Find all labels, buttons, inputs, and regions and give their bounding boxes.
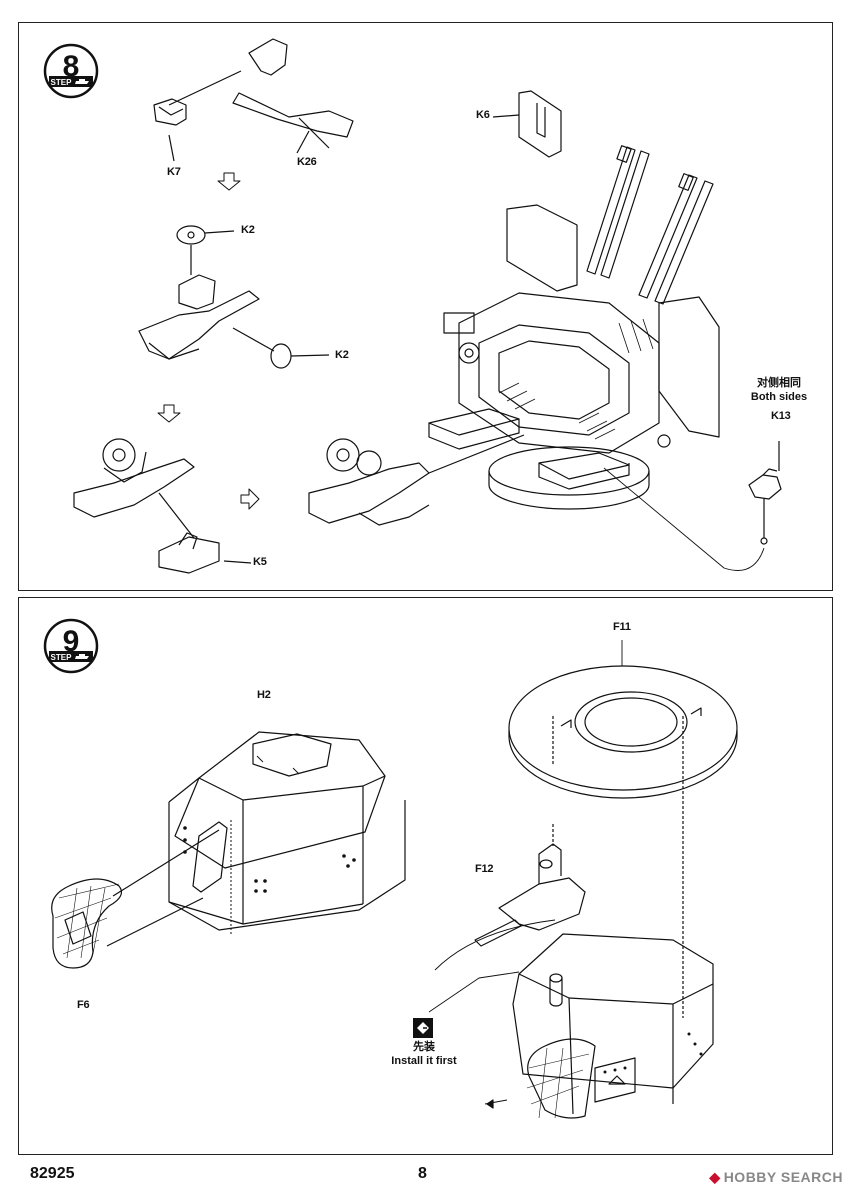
f11-platform [508, 640, 738, 1018]
step-8-panel: 8 STEP [18, 22, 833, 591]
label-k5: K5 [253, 556, 267, 568]
arrow-right-outline [240, 488, 260, 510]
label-k26: K26 [297, 156, 317, 168]
sight-assembly-complete [308, 434, 525, 526]
turret-base [484, 933, 714, 1119]
step-9-badge: 9 STEP [43, 618, 99, 674]
note-install-first-en: Install it first [391, 1055, 457, 1067]
label-f11: F11 [613, 621, 631, 633]
svg-text:8: 8 [63, 50, 80, 83]
step-9-panel: 9 STEP [18, 597, 833, 1155]
note-both-sides: 对侧相同 Both sides [739, 376, 819, 404]
svg-text:STEP: STEP [51, 653, 73, 662]
watermark-text: HOBBY SEARCH [723, 1169, 843, 1185]
label-k2-bottom: K2 [335, 349, 349, 361]
label-f12: F12 [475, 863, 494, 875]
product-code: 82925 [30, 1165, 75, 1182]
label-h2: H2 [257, 689, 271, 701]
hobby-search-watermark: ◆HOBBY SEARCH [709, 1169, 843, 1186]
k6-shield-piece [492, 90, 562, 158]
label-k7: K7 [167, 166, 181, 178]
note-both-sides-cn: 对侧相同 [757, 377, 801, 389]
sight-bracket-top [153, 38, 354, 162]
arrow-down-outline [157, 404, 181, 423]
svg-text:9: 9 [63, 625, 80, 658]
hobby-search-logo-icon: ◆ [709, 1169, 721, 1185]
arrow-down-outline [217, 172, 241, 191]
step-9-illustration [51, 640, 738, 1119]
sight-assembly-k5 [73, 438, 252, 574]
step-8-badge: 8 STEP [43, 43, 99, 99]
label-k6: K6 [476, 109, 490, 121]
twin-gun-mount [428, 145, 720, 510]
h2-turret-body [168, 731, 406, 936]
label-k2-top: K2 [241, 224, 255, 236]
page-number: 8 [418, 1165, 427, 1182]
sight-bracket-middle [138, 225, 330, 369]
note-install-first: 先装 Install it first [379, 1040, 469, 1068]
f6-hood [51, 829, 220, 969]
f12-machine-gun [434, 824, 586, 971]
label-k13: K13 [771, 410, 791, 422]
k13-part [603, 441, 782, 571]
note-install-first-cn: 先装 [413, 1041, 435, 1053]
svg-text:STEP: STEP [51, 78, 73, 87]
label-f6: F6 [77, 999, 90, 1011]
install-first-icon [413, 971, 520, 1038]
note-both-sides-en: Both sides [750, 391, 808, 403]
step-8-illustration [73, 38, 782, 574]
